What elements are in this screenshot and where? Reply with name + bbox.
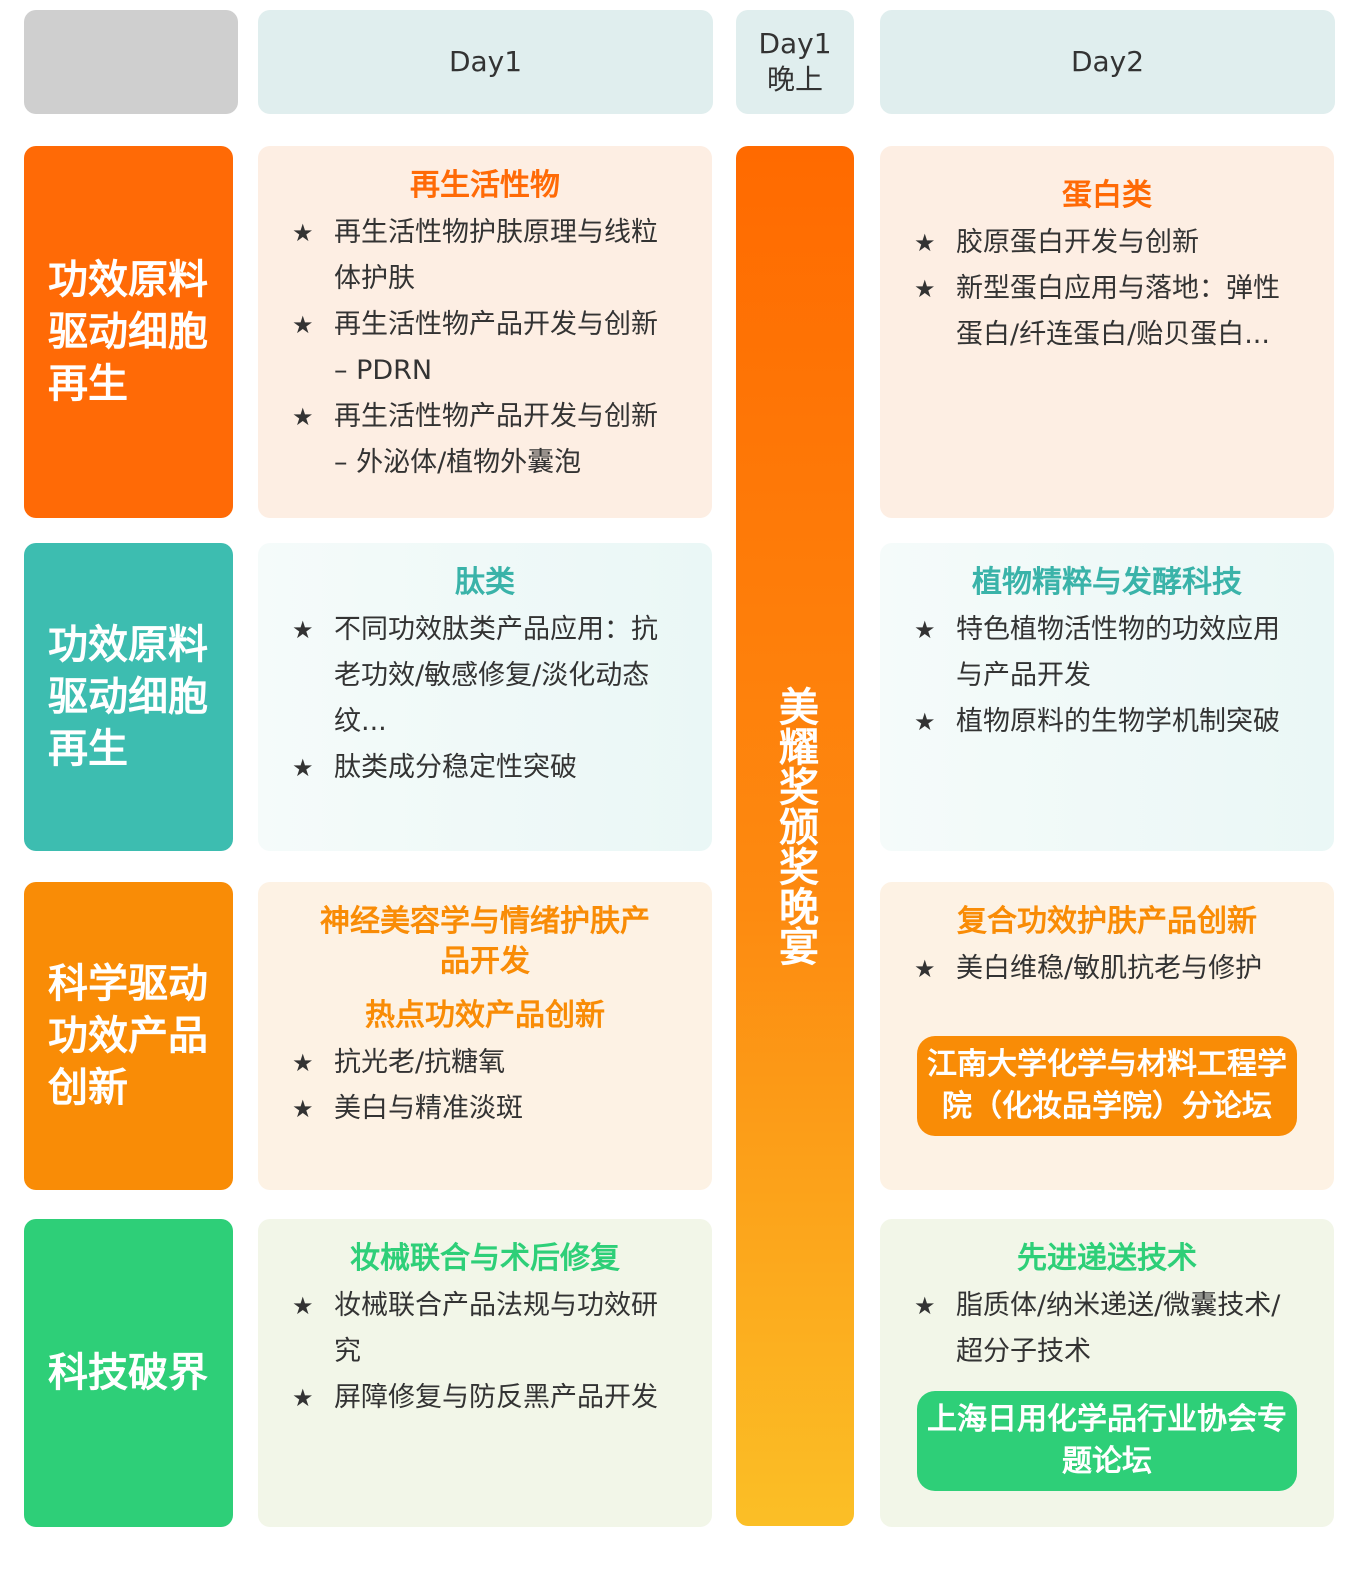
list-item: ★ 再生活性物护肤原理与线粒体护肤	[258, 210, 712, 302]
star-icon: ★	[914, 708, 936, 736]
list-item-text: 妆械联合产品法规与功效研究	[334, 1290, 658, 1367]
evening-event-bar: 美耀奖颁奖晚宴	[736, 146, 854, 1526]
list-item: ★ 胶原蛋白开发与创新	[880, 220, 1334, 266]
list-item: ★ 再生活性物产品开发与创新 – 外泌体/植物外囊泡	[258, 394, 712, 486]
row-label: 功效原料驱动细胞再生	[24, 543, 233, 851]
session-title: 植物精粹与发酵科技	[972, 565, 1242, 600]
star-icon: ★	[914, 1292, 936, 1320]
list-item-text: 美白维稳/敏肌抗老与修护	[956, 953, 1263, 984]
session-subtitle: 热点功效产品创新	[365, 998, 605, 1033]
session-title: 蛋白类	[1062, 178, 1152, 213]
session-title: 妆械联合与术后修复	[350, 1241, 620, 1276]
forum-badge: 江南大学化学与材料工程学院（化妆品学院）分论坛	[917, 1036, 1297, 1136]
star-icon: ★	[914, 229, 936, 257]
session-title: 肽类	[455, 565, 515, 600]
list-item-text: 脂质体/纳米递送/微囊技术/超分子技术	[956, 1290, 1281, 1367]
list-item-text: 再生活性物产品开发与创新 – PDRN	[334, 309, 658, 386]
list-item-text: 再生活性物产品开发与创新 – 外泌体/植物外囊泡	[334, 401, 658, 478]
list-item: ★ 不同功效肽类产品应用：抗老功效/敏感修复/淡化动态纹...	[258, 607, 712, 745]
star-icon: ★	[292, 616, 314, 644]
list-item: ★ 美白与精准淡斑	[258, 1086, 712, 1132]
session-card-day1: 妆械联合与术后修复 ★ 妆械联合产品法规与功效研究 ★ 屏障修复与防反黑产品开发	[258, 1219, 712, 1527]
list-item-text: 抗光老/抗糖氧	[334, 1047, 506, 1078]
list-item-text: 胶原蛋白开发与创新	[956, 227, 1199, 258]
session-card-day1: 肽类 ★ 不同功效肽类产品应用：抗老功效/敏感修复/淡化动态纹... ★ 肽类成分稳定性…	[258, 543, 712, 851]
list-item-text: 新型蛋白应用与落地：弹性蛋白/纤连蛋白/贻贝蛋白...	[956, 273, 1280, 350]
session-title: 神经美容学与情绪护肤产品开发	[320, 904, 650, 979]
list-item-text: 特色植物活性物的功效应用与产品开发	[956, 614, 1280, 691]
list-item: ★ 新型蛋白应用与落地：弹性蛋白/纤连蛋白/贻贝蛋白...	[880, 266, 1334, 358]
list-item-text: 美白与精准淡斑	[334, 1093, 523, 1124]
evening-event-label: 美耀奖颁奖晚宴	[772, 686, 818, 966]
session-card-day1: 神经美容学与情绪护肤产品开发热点功效产品创新 ★ 抗光老/抗糖氧 ★ 美白与精准淡斑	[258, 882, 712, 1190]
list-item: ★ 再生活性物产品开发与创新 – PDRN	[258, 302, 712, 394]
session-title: 再生活性物	[410, 168, 560, 203]
list-item-text: 植物原料的生物学机制突破	[956, 706, 1280, 737]
star-icon: ★	[292, 219, 314, 247]
list-item: ★ 植物原料的生物学机制突破	[880, 699, 1334, 745]
list-item-text: 不同功效肽类产品应用：抗老功效/敏感修复/淡化动态纹...	[334, 614, 658, 737]
star-icon: ★	[914, 955, 936, 983]
star-icon: ★	[292, 311, 314, 339]
list-item: ★ 特色植物活性物的功效应用与产品开发	[880, 607, 1334, 699]
header-day2: Day2	[880, 10, 1335, 114]
list-item: ★ 肽类成分稳定性突破	[258, 745, 712, 791]
list-item-text: 再生活性物护肤原理与线粒体护肤	[334, 217, 658, 294]
forum-badge: 上海日用化学品行业协会专题论坛	[917, 1391, 1297, 1491]
star-icon: ★	[914, 275, 936, 303]
header-day1-evening: Day1 晚上	[736, 10, 854, 114]
header-corner	[24, 10, 238, 114]
list-item-text: 屏障修复与防反黑产品开发	[334, 1382, 658, 1413]
list-item-text: 肽类成分稳定性突破	[334, 752, 577, 783]
star-icon: ★	[292, 403, 314, 431]
session-card-day2: 蛋白类 ★ 胶原蛋白开发与创新 ★ 新型蛋白应用与落地：弹性蛋白/纤连蛋白/贻贝蛋白..…	[880, 146, 1334, 518]
row-label: 功效原料驱动细胞再生	[24, 146, 233, 518]
session-card-day2: 植物精粹与发酵科技 ★ 特色植物活性物的功效应用与产品开发 ★ 植物原料的生物学机制突破	[880, 543, 1334, 851]
star-icon: ★	[292, 1384, 314, 1412]
list-item: ★ 抗光老/抗糖氧	[258, 1040, 712, 1086]
header-day1: Day1	[258, 10, 713, 114]
session-title: 先进递送技术	[1017, 1241, 1197, 1276]
list-item: ★ 屏障修复与防反黑产品开发	[258, 1375, 712, 1421]
star-icon: ★	[292, 1292, 314, 1320]
session-card-day1: 再生活性物 ★ 再生活性物护肤原理与线粒体护肤 ★ 再生活性物产品开发与创新 – PDR…	[258, 146, 712, 518]
list-item: ★ 美白维稳/敏肌抗老与修护	[880, 946, 1334, 992]
session-card-day2: 先进递送技术 ★ 脂质体/纳米递送/微囊技术/超分子技术上海日用化学品行业协会专题论…	[880, 1219, 1334, 1527]
row-label: 科学驱动功效产品创新	[24, 882, 233, 1190]
row-label: 科技破界	[24, 1219, 233, 1527]
list-item: ★ 脂质体/纳米递送/微囊技术/超分子技术	[880, 1283, 1334, 1375]
session-card-day2: 复合功效护肤产品创新 ★ 美白维稳/敏肌抗老与修护江南大学化学与材料工程学院（化妆品…	[880, 882, 1334, 1190]
star-icon: ★	[292, 1095, 314, 1123]
star-icon: ★	[292, 754, 314, 782]
list-item: ★ 妆械联合产品法规与功效研究	[258, 1283, 712, 1375]
session-title: 复合功效护肤产品创新	[957, 904, 1257, 939]
star-icon: ★	[292, 1049, 314, 1077]
star-icon: ★	[914, 616, 936, 644]
